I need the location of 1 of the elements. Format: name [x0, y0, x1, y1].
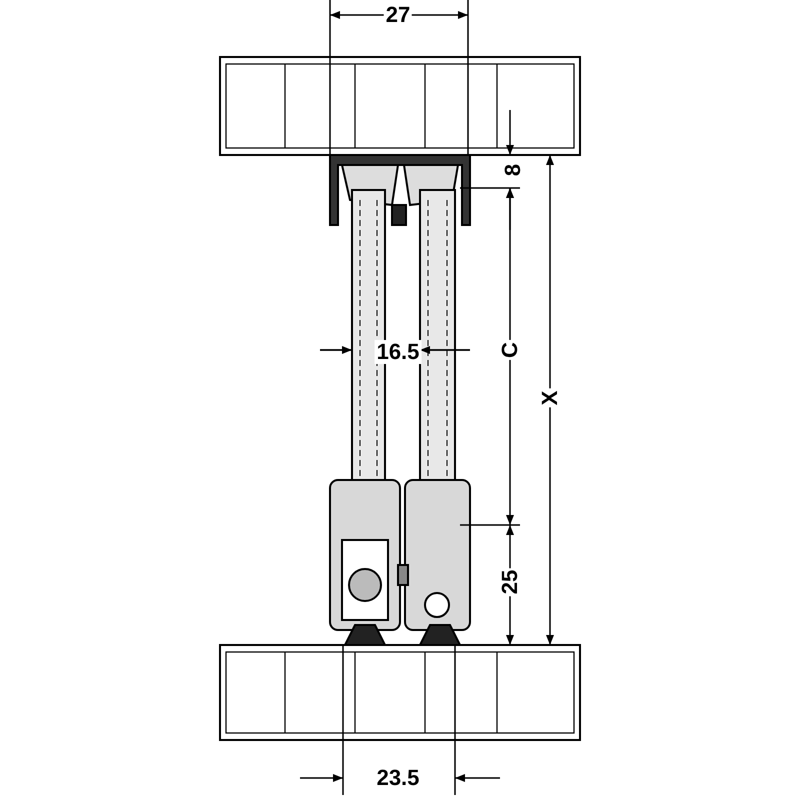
dimension-label: 16.5 [374, 340, 422, 364]
